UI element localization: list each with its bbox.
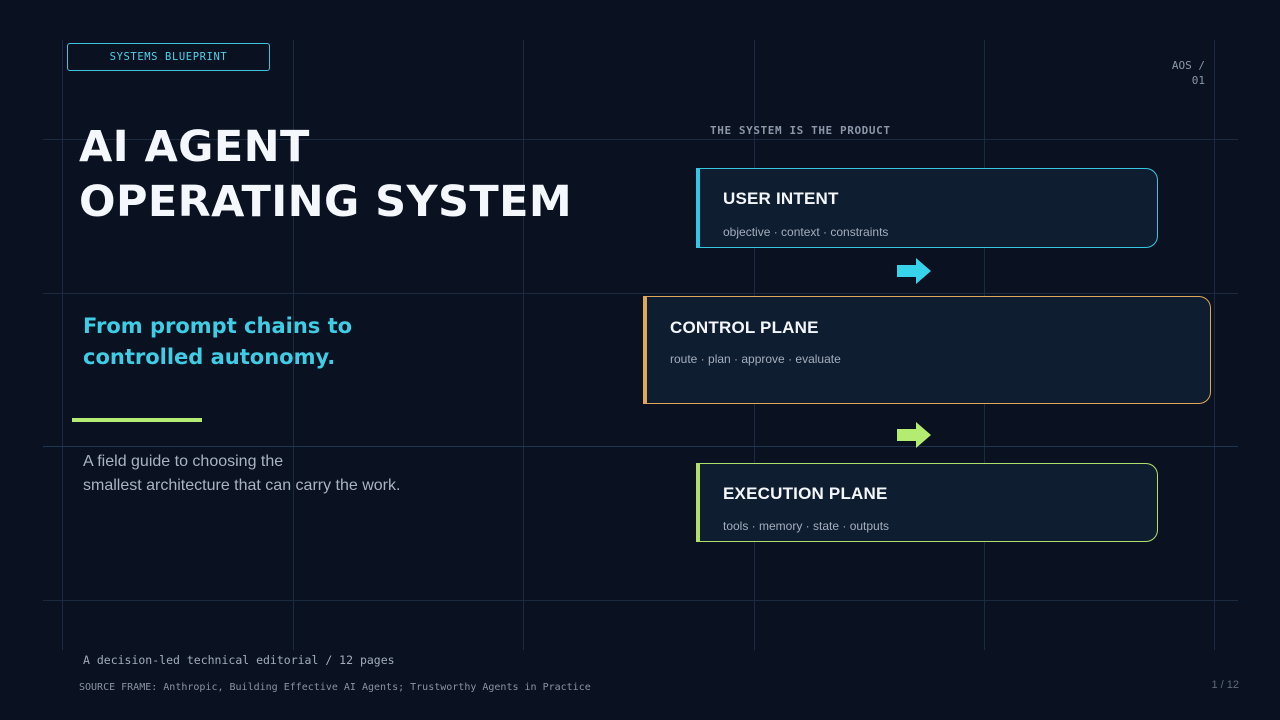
layer-card-title: USER INTENT [723,189,839,208]
grid-line [523,40,524,650]
page-subtitle-line: controlled autonomy. [83,345,336,369]
page-code: AOS / 01 [1145,58,1205,88]
page-subtitle: From prompt chains to controlled autonom… [83,311,352,373]
lede-text: A field guide to choosing the smallest a… [83,450,400,498]
lede-line: smallest architecture that can carry the… [83,477,401,494]
grid-line [1214,40,1215,650]
page-code-number: 01 [1191,74,1205,87]
grid-line [43,139,1238,140]
layer-card-control-plane: CONTROL PLANE route · plan · approve · e… [643,296,1211,404]
arrow-right-icon [897,258,931,284]
grid-line [43,446,1238,447]
footer-note: A decision-led technical editorial / 12 … [83,653,395,667]
page-title: AI AGENT OPERATING SYSTEM [79,120,572,230]
lede-line: A field guide to choosing the [83,453,284,470]
page-subtitle-line: From prompt chains to [83,314,353,338]
grid-line [43,600,1238,601]
diagram-label: THE SYSTEM IS THE PRODUCT [710,124,891,137]
page-title-line: AI AGENT [79,122,310,172]
layer-card-title: CONTROL PLANE [670,318,819,337]
grid-line [43,293,1238,294]
layer-card-subtitle: route · plan · approve · evaluate [670,352,841,366]
layer-card-execution-plane: EXECUTION PLANE tools · memory · state ·… [696,463,1158,542]
arrow-right-icon [897,422,931,448]
layer-card-user-intent: USER INTENT objective · context · constr… [696,168,1158,248]
grid-line [293,40,294,650]
grid-line [62,40,63,650]
source-citation: SOURCE FRAME: Anthropic, Building Effect… [79,682,591,693]
layer-card-subtitle: objective · context · constraints [723,225,889,239]
layer-card-title: EXECUTION PLANE [723,484,888,503]
layer-card-subtitle: tools · memory · state · outputs [723,519,890,533]
page-indicator: 1 / 12 [1211,679,1239,691]
page-title-line: OPERATING SYSTEM [79,177,573,227]
accent-divider [72,418,202,422]
page-code-series: AOS / [1171,59,1205,72]
section-tag: SYSTEMS BLUEPRINT [67,43,270,71]
